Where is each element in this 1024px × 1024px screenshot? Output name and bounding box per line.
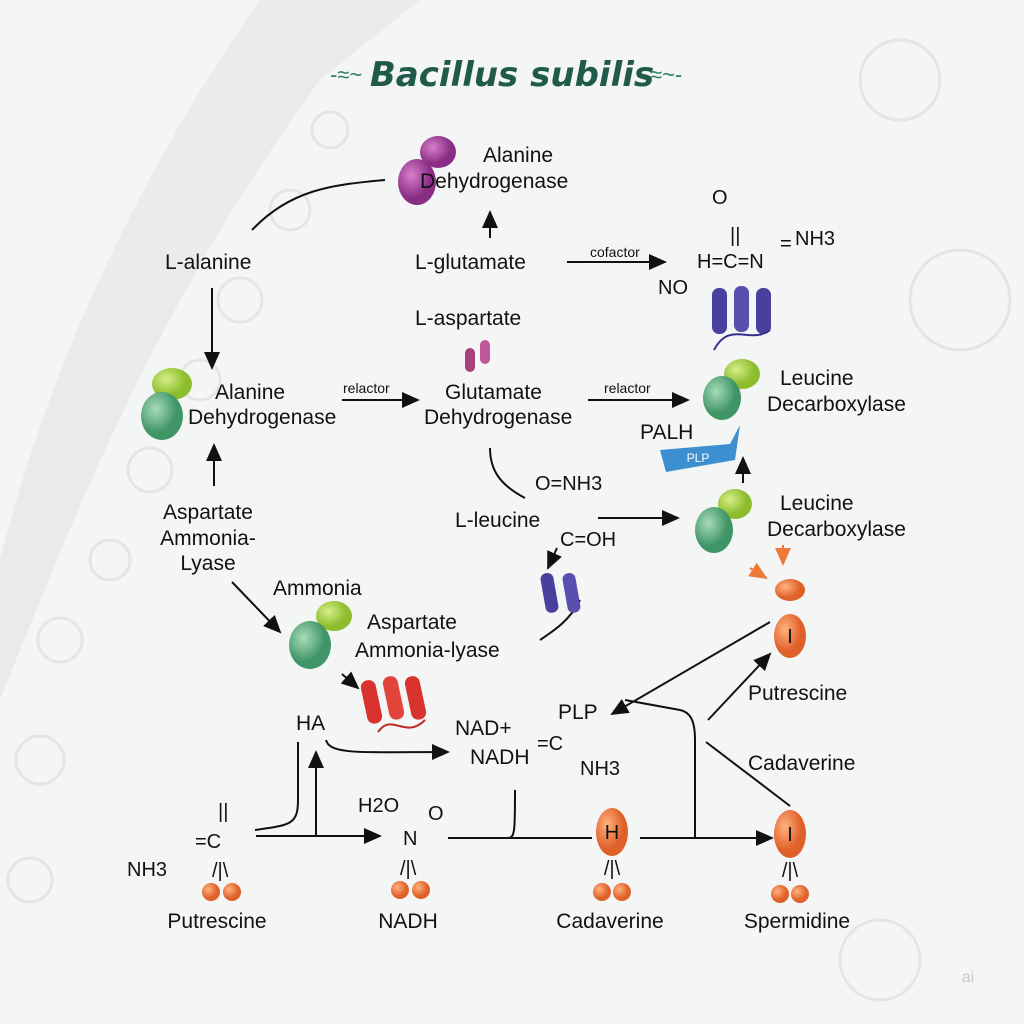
- bond-glyph: /|\: [212, 860, 229, 882]
- label-l-aspartate: L-aspartate: [415, 307, 521, 330]
- alanine-dehydrogenase-enzyme-icon: [141, 368, 192, 440]
- purple-protein-top-right-icon: [712, 286, 771, 351]
- chem-nh3: NH3: [127, 859, 167, 881]
- chem-o: O: [428, 803, 444, 825]
- spermidine-i-label: I: [787, 824, 793, 846]
- bond-glyph: ||: [730, 225, 740, 247]
- label-leucine-dc-2: Leucine: [780, 492, 854, 515]
- label-ha: HA: [296, 712, 325, 735]
- chem-structure-top-right: O || H=C=N = NH3 NO: [658, 187, 835, 299]
- glutamate-dehydrogenase-protein-icon: [465, 340, 490, 372]
- label-aspartate-al-b: Aspartate: [367, 611, 457, 634]
- chem-c: =C: [195, 831, 221, 853]
- label-alanine-dh-top: Alanine: [483, 144, 553, 167]
- label-aspartate-al-3: Lyase: [180, 552, 235, 575]
- label-leucine-dc-1: Leucine: [780, 367, 854, 390]
- plp-tag-label: PLP: [687, 451, 710, 465]
- aspartate-ammonia-lyase-enzyme-icon: [289, 601, 352, 669]
- label-glutamate-dh-2: Dehydrogenase: [424, 406, 572, 429]
- cadaverine-molecule-icon: H /|\: [593, 808, 631, 901]
- alanine-dehydrogenase-top-enzyme-icon: [398, 136, 456, 205]
- label-cofactor: cofactor: [590, 244, 640, 260]
- label-l-alanine: L-alanine: [165, 251, 251, 274]
- label-l-leucine: L-leucine: [455, 509, 540, 532]
- chem-h2o: H2O: [358, 795, 399, 817]
- label-nadh-bottom: NADH: [378, 910, 438, 933]
- plp-tag: PLP: [660, 425, 740, 472]
- connectors: [204, 179, 791, 846]
- chem-o-nh3: O=NH3: [535, 473, 602, 495]
- chem-core: H=C=N: [697, 251, 764, 273]
- background-cell-texture: [0, 0, 1012, 1002]
- label-nadh: NADH: [470, 746, 530, 769]
- label-l-glutamate: L-glutamate: [415, 251, 526, 274]
- chem-c: =C: [537, 733, 563, 755]
- indigo-protein-icon: [540, 573, 581, 613]
- title-squiggle-right: ≈~-: [650, 62, 682, 87]
- bond-glyph: /|\: [782, 860, 799, 882]
- bond-glyph: =: [780, 233, 792, 255]
- label-glutamate-dh: Glutamate: [445, 381, 542, 404]
- label-ammonia: Ammonia: [273, 577, 362, 600]
- bond-glyph: ||: [218, 801, 228, 823]
- label-plp: PLP: [558, 701, 598, 724]
- label-alanine-dh-top-2: Dehydrogenase: [420, 170, 568, 193]
- orange-enzyme-label: I: [787, 626, 793, 648]
- chem-c-oh: C=OH: [560, 529, 616, 551]
- label-relactor-1: relactor: [343, 380, 390, 396]
- chem-no: NO: [658, 277, 688, 299]
- page-title: Bacillus subilis: [370, 55, 654, 95]
- watermark: ai: [962, 969, 974, 986]
- spermidine-molecule-icon: I /|\: [771, 810, 809, 903]
- label-cadaverine-right: Cadaverine: [748, 752, 855, 775]
- label-leucine-dc-2b: Decarboxylase: [767, 518, 906, 541]
- chem-structure-plp: =C NH3: [537, 733, 620, 780]
- label-cadaverine: Cadaverine: [556, 910, 663, 933]
- bond-glyph: /|\: [400, 858, 417, 880]
- label-aspartate-al-b2: Ammonia-lyase: [355, 639, 500, 662]
- title-squiggle-left: -≈~: [330, 62, 362, 87]
- chem-n: N: [403, 828, 417, 850]
- labels: Alanine Dehydrogenase L-alanine L-glutam…: [160, 144, 974, 986]
- label-nad-plus: NAD+: [455, 717, 512, 740]
- leucine-decarboxylase-enzyme-icon-1: [703, 359, 760, 420]
- label-aspartate-al-2: Ammonia-: [160, 527, 256, 550]
- label-relactor-2: relactor: [604, 380, 651, 396]
- chem-nh3: NH3: [580, 758, 620, 780]
- label-alanine-dh-2: Dehydrogenase: [188, 406, 336, 429]
- label-alanine-dh: Alanine: [215, 381, 285, 404]
- label-putrescine: Putrescine: [167, 910, 266, 933]
- cadaverine-h-label: H: [605, 822, 619, 844]
- chem-structure-nitro: H2O N O /|\: [358, 795, 444, 899]
- red-protein-icon: [360, 676, 427, 733]
- bond-glyph: /|\: [604, 858, 621, 880]
- chem-o: O: [712, 187, 728, 209]
- chem-structure-putrescine: || =C NH3 /|\: [127, 801, 241, 901]
- chem-nh3: NH3: [795, 228, 835, 250]
- label-spermidine: Spermidine: [744, 910, 850, 933]
- orange-enzyme-icon: I: [774, 579, 806, 658]
- leucine-decarboxylase-enzyme-icon-2: [695, 489, 752, 553]
- label-palh: PALH: [640, 421, 693, 444]
- chem-structure-leucine: O=NH3 C=OH: [535, 473, 616, 551]
- label-aspartate-al: Aspartate: [163, 501, 253, 524]
- title: -≈~ Bacillus subilis ≈~-: [330, 55, 682, 95]
- label-putrescine-right: Putrescine: [748, 682, 847, 705]
- label-leucine-dc-1b: Decarboxylase: [767, 393, 906, 416]
